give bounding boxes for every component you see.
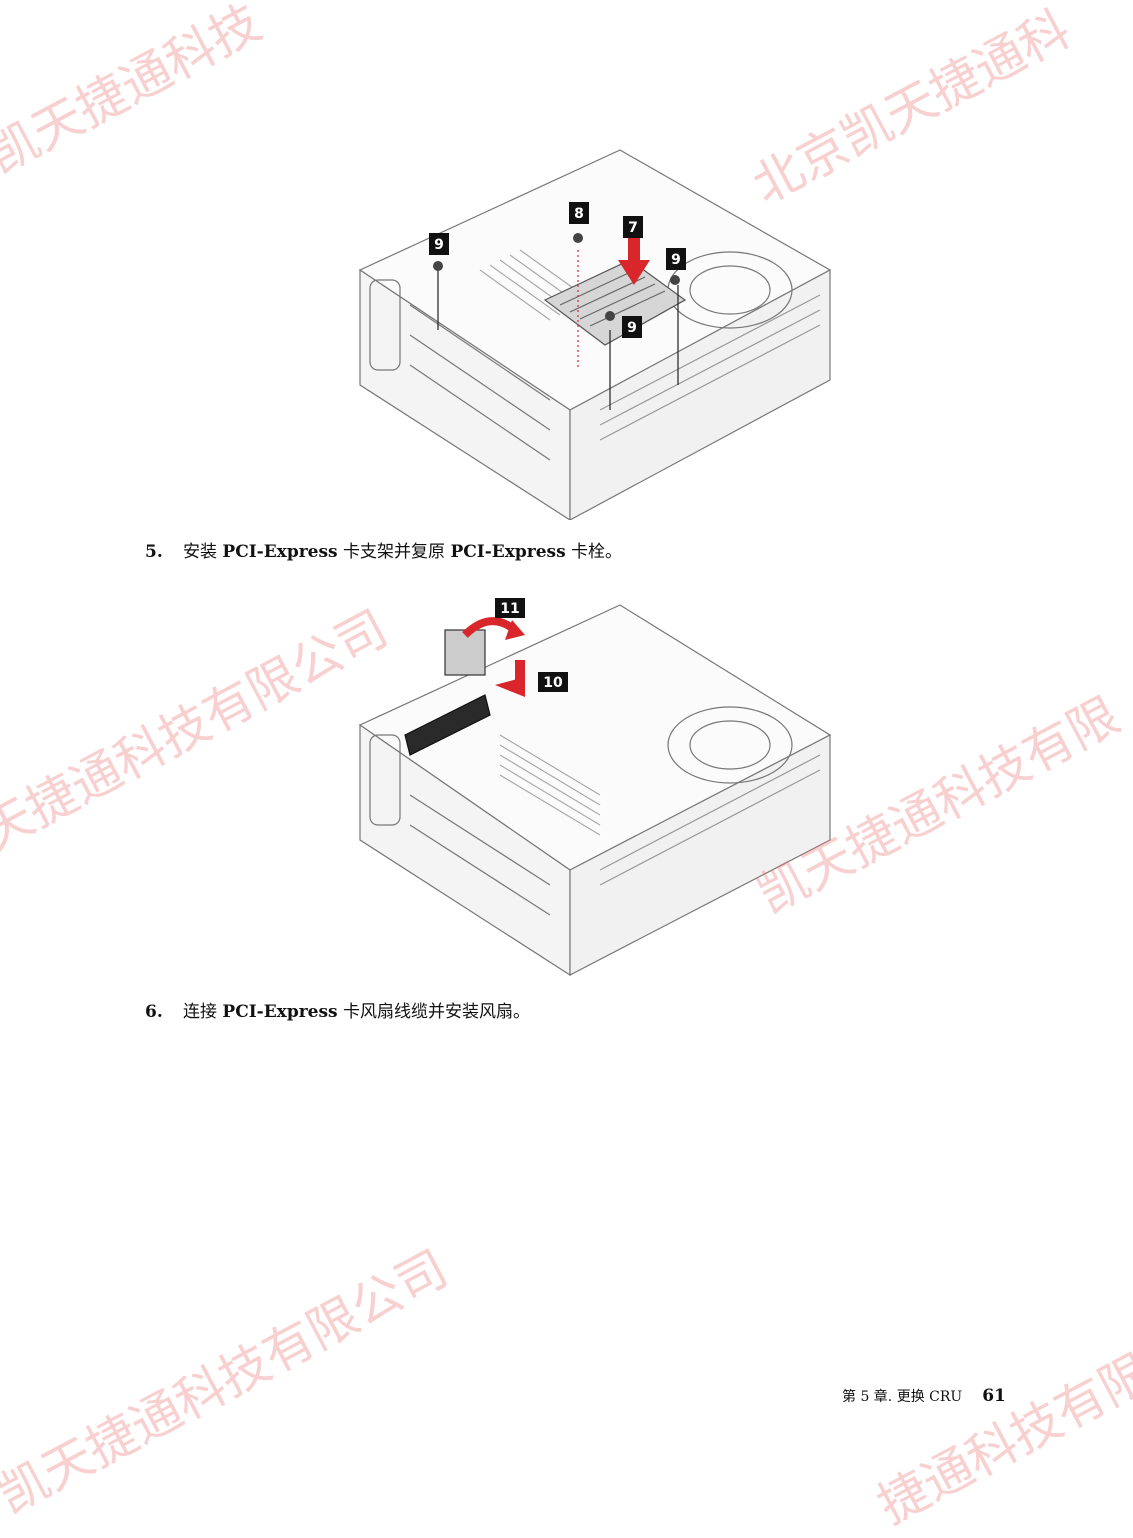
svg-text:10: 10 bbox=[543, 675, 563, 691]
svg-text:11: 11 bbox=[500, 601, 519, 617]
svg-text:9: 9 bbox=[627, 320, 637, 336]
step-6: 6. 连接 PCI-Express 卡风扇线缆并安装风扇。 bbox=[145, 997, 530, 1022]
page-number: 61 bbox=[982, 1386, 1006, 1406]
callout-9-right: 9 bbox=[666, 248, 686, 270]
step-text: 连接 PCI-Express 卡风扇线缆并安装风扇。 bbox=[183, 1002, 531, 1022]
step-number: 6. bbox=[145, 1002, 163, 1022]
callout-8: 8 bbox=[569, 202, 589, 224]
watermark: 凯天捷通科技有限公司 bbox=[0, 1239, 457, 1526]
step-5: 5. 安装 PCI-Express 卡支架并复原 PCI-Express 卡栓。 bbox=[145, 537, 622, 562]
svg-text:9: 9 bbox=[671, 252, 681, 268]
svg-text:9: 9 bbox=[434, 237, 444, 253]
chapter-label: 第 5 章. 更换 CRU bbox=[842, 1389, 963, 1405]
svg-text:7: 7 bbox=[628, 220, 638, 236]
page-footer: 第 5 章. 更换 CRU 61 bbox=[842, 1386, 1006, 1406]
step-text: 安装 PCI-Express 卡支架并复原 PCI-Express 卡栓。 bbox=[183, 542, 623, 562]
callout-11: 11 bbox=[495, 598, 525, 618]
svg-text:8: 8 bbox=[574, 206, 584, 222]
callout-9-bottom: 9 bbox=[622, 316, 642, 338]
heatsink-install-figure: 8 7 9 9 9 bbox=[300, 120, 860, 520]
step-number: 5. bbox=[145, 542, 163, 562]
callout-10: 10 bbox=[538, 672, 568, 692]
watermark: 捷通科技有限 bbox=[868, 1343, 1133, 1536]
watermark: 凯天捷通科技 bbox=[0, 0, 271, 186]
pcie-bracket-figure: 11 10 bbox=[300, 585, 860, 980]
callout-9-left: 9 bbox=[429, 233, 449, 255]
callout-7: 7 bbox=[623, 216, 643, 238]
